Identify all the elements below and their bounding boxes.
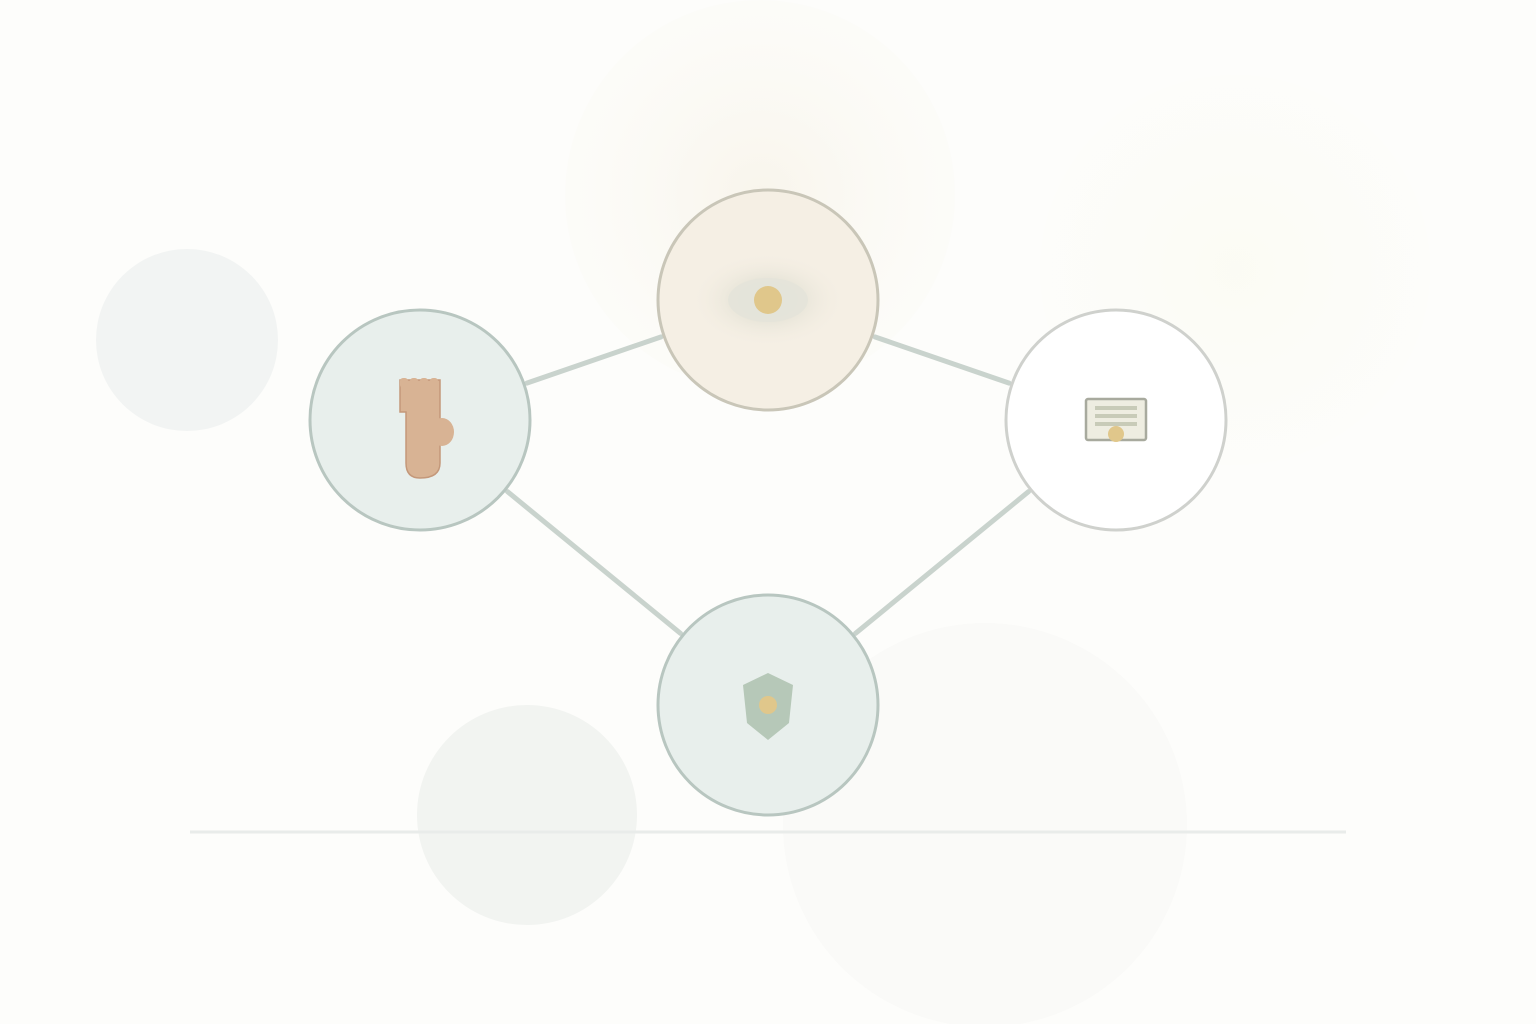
node-left xyxy=(308,308,532,532)
hand-finger xyxy=(410,378,418,388)
nodes xyxy=(308,188,1228,817)
connector-left-bottom xyxy=(504,489,684,636)
shield-icon xyxy=(743,673,793,740)
sunburst-seal-icon xyxy=(690,252,846,348)
hand-finger xyxy=(400,378,408,388)
node-top xyxy=(656,188,880,412)
hand-finger xyxy=(430,378,438,388)
seal-dot xyxy=(754,286,782,314)
certificate-icon xyxy=(1084,397,1148,442)
bg-blob-bottom-right xyxy=(783,623,1187,1024)
connectors xyxy=(504,334,1032,636)
connector-left-top xyxy=(524,334,664,386)
connector-top-right xyxy=(872,334,1012,386)
hand-key-icon xyxy=(399,378,454,479)
shield-dot xyxy=(759,696,777,714)
hand-thumb xyxy=(430,418,454,446)
node-right xyxy=(1004,308,1228,532)
bg-blob-left xyxy=(96,249,278,431)
bg-blob-bottom-left xyxy=(417,705,637,925)
background-decor xyxy=(96,0,1430,1024)
node-bottom xyxy=(656,593,880,817)
hand-shape xyxy=(399,379,441,479)
certificate-line xyxy=(1095,406,1137,410)
certificate-line xyxy=(1095,422,1137,426)
hand-finger xyxy=(420,378,428,388)
certificate-seal xyxy=(1108,426,1124,442)
connector-right-bottom xyxy=(852,489,1032,636)
certificate-line xyxy=(1095,414,1137,418)
